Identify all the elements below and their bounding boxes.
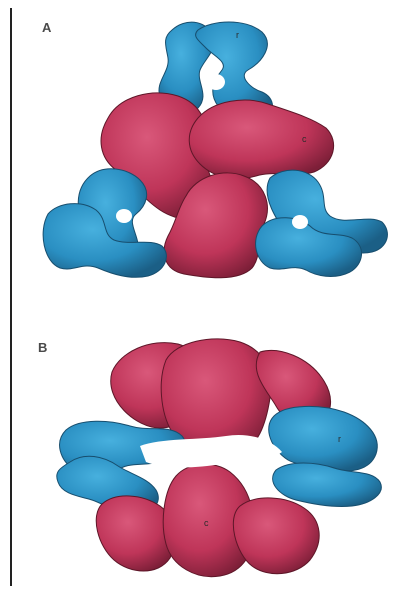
- structure-a-hole-top: [207, 74, 225, 90]
- subunit-b-regulatory-label: r: [338, 434, 341, 444]
- structure-a-hole-right: [292, 215, 308, 229]
- regulatory-subunit-b-right-2: [273, 463, 382, 507]
- panel-b-structure: r c: [57, 339, 382, 577]
- catalytic-subunit-a-right: [189, 100, 333, 179]
- subunit-a-regulatory-label: r: [236, 30, 239, 40]
- panel-a-structure: r c: [43, 22, 387, 278]
- structure-a-hole-left: [116, 209, 132, 223]
- regulatory-subunit-b-right-1: [269, 406, 378, 470]
- subunit-b-catalytic-label: c: [204, 518, 209, 528]
- catalytic-subunit-b-bottom-right: [233, 498, 319, 574]
- subunit-a-catalytic-label: c: [302, 134, 307, 144]
